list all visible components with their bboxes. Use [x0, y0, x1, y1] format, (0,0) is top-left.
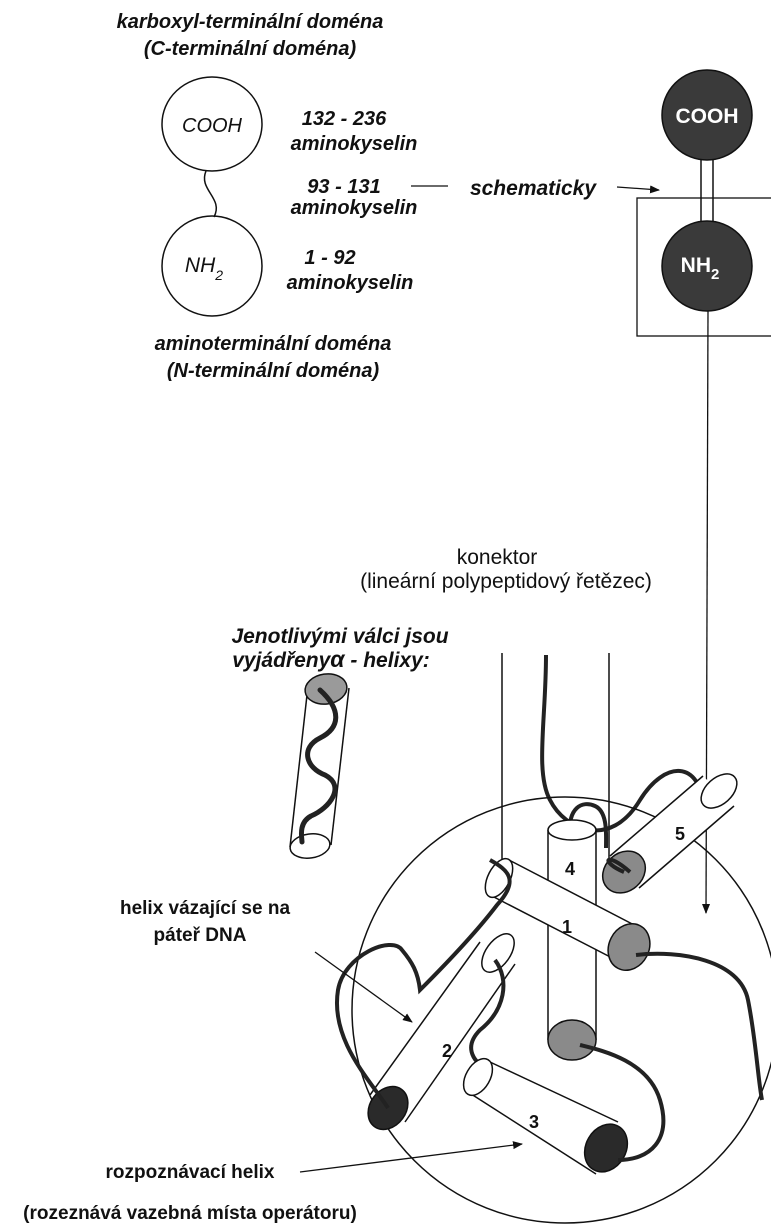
dna-backbone-helix-label-1: helix vázající se na — [120, 898, 290, 919]
dna-backbone-arrow — [315, 952, 412, 1022]
linker-range-value: 93 - 131 — [307, 176, 380, 198]
linker-range-unit: aminokyselin — [291, 197, 418, 219]
helix-note-line1: Jenotlivými válci jsou — [231, 625, 448, 648]
c-domain-title: karboxyl-terminální doména — [117, 11, 384, 33]
helix-3-cylinder — [458, 1054, 636, 1180]
helix-note-line2: vyjádřenyα - helixy: — [232, 646, 430, 672]
schematic-arrow — [617, 187, 659, 190]
helix-legend-cylinder — [289, 671, 349, 860]
dna-backbone-helix-label-2: páteř DNA — [154, 925, 247, 946]
recognition-helix-label: rozpoznávací helix — [106, 1162, 275, 1183]
helix-5-cylinder — [594, 767, 743, 901]
helix-number-3: 3 — [529, 1112, 539, 1132]
loop-1-tail — [636, 954, 762, 1100]
recognition-arrow — [300, 1144, 522, 1172]
recognition-helix-sublabel: (rozeznává vazebná místa operátoru) — [23, 1203, 357, 1224]
n-domain-subtitle: (N-terminální doména) — [167, 360, 380, 382]
nh2-domain-label: NH2 — [185, 254, 223, 283]
n-domain-title: aminoterminální doména — [155, 333, 392, 355]
c-domain-subtitle: (C-terminální doména) — [144, 38, 357, 60]
linker-curve — [204, 171, 216, 217]
c-range-unit: aminokyselin — [291, 133, 418, 155]
helix-number-1: 1 — [562, 917, 572, 937]
cooh-sphere-label: COOH — [676, 105, 739, 128]
helix-number-2: 2 — [442, 1041, 452, 1061]
connector-title: konektor — [457, 546, 538, 569]
n-range-value: 1 - 92 — [304, 247, 355, 269]
helix-number-4: 4 — [565, 859, 575, 879]
cooh-domain-label: COOH — [182, 115, 243, 137]
n-range-unit: aminokyselin — [287, 272, 414, 294]
connector-subtitle: (lineární polypeptidový řetězec) — [360, 570, 652, 593]
schematic-label: schematicky — [470, 177, 597, 200]
c-range-value: 132 - 236 — [302, 108, 387, 130]
helix-number-5: 5 — [675, 824, 685, 844]
